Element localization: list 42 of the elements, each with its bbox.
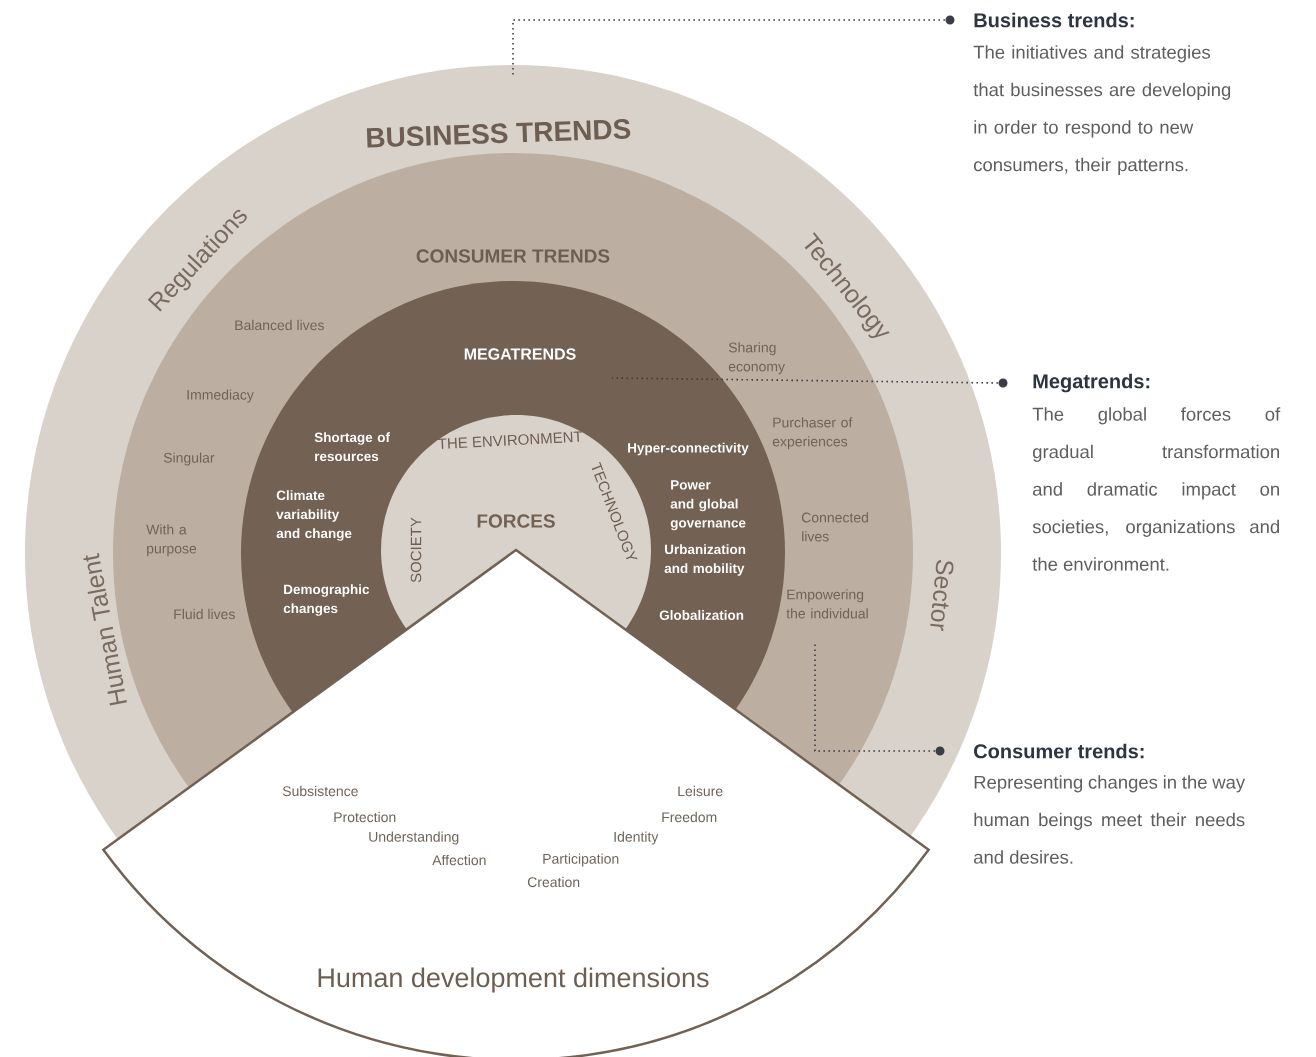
trend-label: Power and global governance (670, 480, 746, 531)
dimension-label: Human development dimensions (318, 967, 709, 993)
dimension-label: Creation (527, 876, 580, 888)
trend-label: Shortage of resources (314, 432, 390, 462)
dimension-label: Subsistence (282, 785, 358, 797)
trend-label: Urbanization and mobility (664, 544, 746, 576)
trend-label: Singular (163, 452, 215, 466)
band-label: BUSINESS TRENDS (366, 119, 631, 148)
description-heading: Megatrends: (1033, 373, 1150, 393)
trend-label: Balanced lives (235, 319, 324, 331)
dimension-label: Understanding (369, 831, 459, 845)
force-label: THE ENVIRONMENT (437, 431, 583, 449)
trend-label: Purchaser of experiences (772, 417, 853, 450)
trend-label: Connected lives (801, 512, 868, 542)
description-heading: Consumer trends: (974, 743, 1144, 759)
trend-label: Demographic changes (283, 584, 370, 616)
trend-label: Empowering the individual (786, 589, 868, 619)
leader-line (611, 377, 999, 384)
band-label: Sector (930, 559, 954, 632)
description-heading: Business trends: (974, 12, 1134, 28)
dimension-label: Freedom (662, 811, 717, 823)
band-label: Human Talent (83, 553, 127, 706)
trend-label: Hyper-connectivity (628, 442, 749, 456)
dimension-label: Leisure (678, 785, 723, 797)
trend-label: MEGATRENDS (464, 348, 576, 360)
dimension-label: Protection (334, 811, 396, 823)
description-text: Representing changes in the way human beings meet their needs and desires. (974, 775, 1246, 864)
trend-label: Immediacy (187, 389, 254, 403)
dimension-label: Identity (614, 831, 659, 845)
trend-label: With a purpose (146, 524, 197, 557)
trend-label: Globalization (659, 610, 744, 620)
trend-label: Climate variability and change (276, 490, 352, 541)
description-text: The initiatives and strategies that businesses are developing in order to respond to new consumers, their patterns. (973, 45, 1231, 175)
leader-line (814, 641, 936, 752)
dimension-label: Participation (543, 853, 619, 867)
force-label: FORCES (477, 514, 555, 528)
description-text: The global forces of gradual transformation and dramatic impact on societies, organizations and the environment. (1032, 407, 1281, 571)
trend-label: Sharing economy (728, 342, 785, 375)
trend-label: Fluid lives (174, 608, 235, 620)
trend-label: CONSUMER TRENDS (416, 249, 610, 263)
dimension-label: Affection (432, 854, 486, 866)
force-label: SOCIETY (410, 517, 422, 583)
